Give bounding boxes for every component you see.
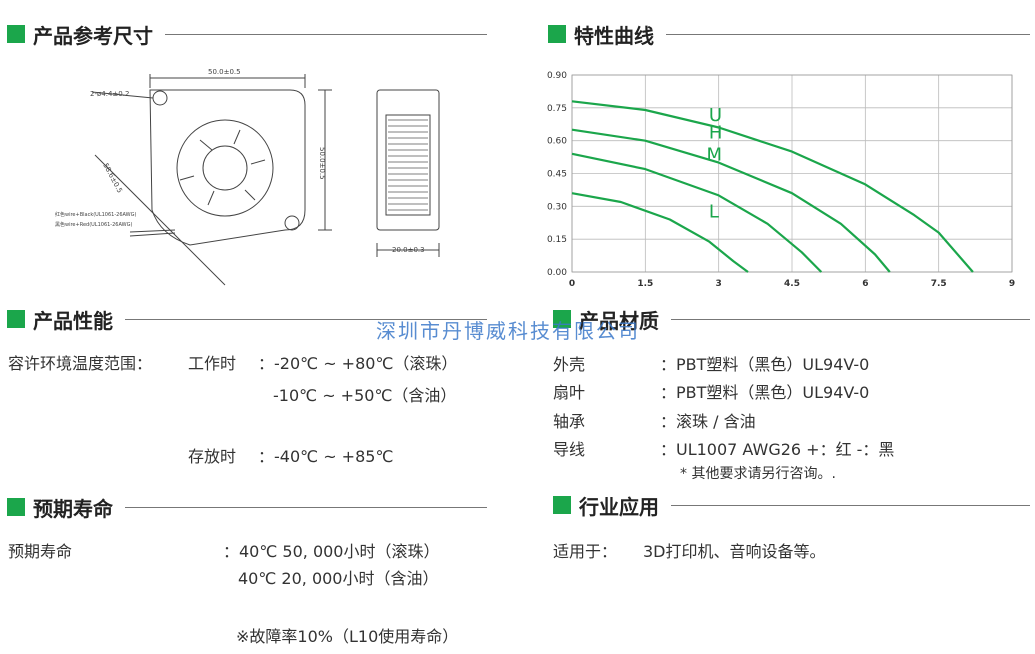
store-range: ：-40℃ ~ +85℃ — [258, 447, 394, 466]
y-tick-label: 0.30 — [547, 202, 567, 212]
x-tick-label: 0 — [569, 279, 575, 289]
wires — [129, 229, 176, 237]
grille-lines — [388, 119, 428, 211]
x-tick-label: 6 — [862, 279, 868, 289]
green-square-icon — [7, 498, 25, 516]
curve-u — [571, 100, 974, 273]
fan-outline — [149, 89, 306, 246]
divider — [671, 504, 1030, 506]
x-tick-label: 3 — [716, 279, 722, 289]
section-title: 产品参考尺寸 — [33, 23, 153, 48]
section-lifetime-header: 预期寿命 — [7, 493, 487, 521]
section-performance-header: 产品性能 — [7, 305, 487, 333]
curve-label-u: U — [709, 105, 722, 126]
x-tick-label: 7.5 — [931, 279, 947, 289]
lifetime-note: ※故障率10%（L10使用寿命） — [236, 627, 459, 646]
material-label: 轴承 — [553, 412, 586, 431]
wire-label: 红色wire+Black(UL1061-26AWG) — [55, 211, 136, 218]
y-tick-label: 0.90 — [547, 71, 567, 81]
x-tick-label: 1.5 — [637, 279, 653, 289]
curve-m — [571, 152, 823, 273]
mount-hole — [284, 215, 300, 231]
section-title: 特性曲线 — [574, 23, 654, 48]
material-value: ：PBT塑料（黑色）UL94V-0 — [660, 383, 870, 402]
section-curve-header: 特性曲线 — [548, 20, 1030, 48]
material-value: ：UL1007 AWG26 +：红 -：黑 — [660, 440, 895, 459]
section-dimensions-header: 产品参考尺寸 — [7, 20, 487, 48]
section-title: 预期寿命 — [33, 496, 113, 521]
material-label: 外壳 — [553, 355, 586, 374]
blade-lines — [179, 129, 266, 206]
material-label: 扇叶 — [553, 383, 586, 402]
impeller-outer — [176, 119, 274, 217]
side-view-grille — [385, 114, 431, 216]
material-value: ：滚珠 / 含油 — [660, 412, 756, 431]
work-label: 工作时 — [188, 354, 237, 373]
plot-frame — [571, 74, 1013, 273]
application-label: 适用于： — [553, 542, 618, 561]
curve-h — [571, 128, 891, 273]
green-square-icon — [553, 496, 571, 514]
temp-range-label: 容许环境温度范围： — [8, 354, 153, 373]
x-tick-label: 9 — [1009, 279, 1015, 289]
divider — [671, 318, 1030, 320]
section-title: 行业应用 — [579, 494, 659, 519]
curve-label-h: H — [709, 122, 723, 143]
section-title: 产品材质 — [579, 308, 659, 333]
divider — [125, 318, 487, 320]
mount-hole — [152, 90, 168, 106]
y-tick-label: 0.60 — [547, 137, 567, 147]
lifetime-ball: ：40℃ 50, 000小时（滚珠） — [223, 542, 440, 561]
x-tick-label: 4.5 — [784, 279, 800, 289]
green-square-icon — [548, 25, 566, 43]
lifetime-oil: 40℃ 20, 000小时（含油） — [238, 569, 439, 588]
characteristic-curve-chart: 0.00 0.15 0.30 0.45 0.60 0.75 0.90 0 1.5 3 4.5 6 7.5… — [547, 71, 1015, 289]
y-tick-label: 0.45 — [547, 170, 567, 180]
section-material-header: 产品材质 — [553, 305, 1030, 333]
wire-label: 黑色wire+Red(UL1061-26AWG) — [55, 221, 132, 228]
application-value: 3D打印机、音响设备等。 — [643, 542, 826, 561]
work-range-oil: -10℃ ~ +50℃（含油） — [273, 386, 457, 405]
green-square-icon — [7, 310, 25, 328]
y-tick-label: 0.00 — [547, 268, 567, 278]
lifetime-label: 预期寿命 — [8, 542, 73, 561]
divider — [125, 506, 487, 508]
material-value: ：PBT塑料（黑色）UL94V-0 — [660, 355, 870, 374]
side-view-body — [376, 89, 440, 231]
height-dimension: 50.0±0.5 — [318, 147, 326, 180]
section-title: 产品性能 — [33, 308, 113, 333]
curve-label-m: M — [706, 144, 722, 165]
green-square-icon — [553, 310, 571, 328]
company-watermark: 深圳市丹博威科技有限公司 — [376, 319, 640, 343]
hole-dimension: 2-ø4.4±0.2 — [90, 90, 129, 98]
curve-l — [571, 192, 749, 273]
width-dimension: 50.0±0.5 — [208, 68, 241, 76]
green-square-icon — [7, 25, 25, 43]
store-label: 存放时 — [188, 447, 237, 466]
diagonal-dimension: 58.6±0.5 — [101, 162, 123, 195]
material-note: * 其他要求请另行咨询。. — [680, 466, 836, 482]
section-application-header: 行业应用 — [553, 491, 1030, 519]
curve-label-l: L — [709, 201, 719, 222]
y-tick-label: 0.75 — [547, 104, 567, 114]
divider — [165, 33, 487, 35]
y-tick-label: 0.15 — [547, 235, 567, 245]
material-label: 导线 — [553, 440, 586, 459]
divider — [666, 33, 1030, 35]
fan-dimension-drawing: 50.0±0.5 50.0±0.5 2-ø4.4±0.2 58.6±0.5 红色… — [55, 68, 440, 286]
impeller-hub — [202, 145, 248, 191]
depth-dimension: 20.0±0.3 — [392, 246, 425, 254]
work-range-ball: ：-20℃ ~ +80℃（滚珠） — [258, 354, 458, 373]
